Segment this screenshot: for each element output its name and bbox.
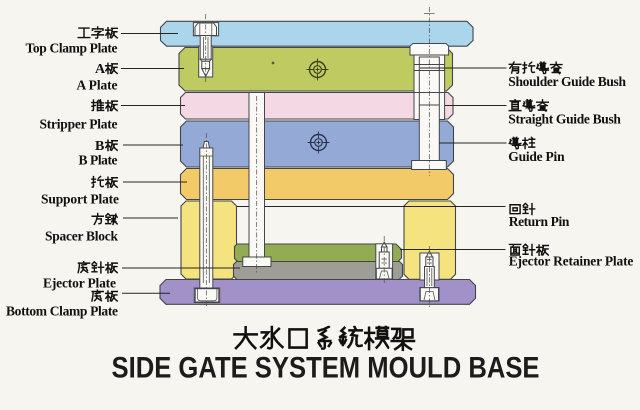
- svg-text:B Plate: B Plate: [79, 152, 118, 167]
- svg-text:Stripper Plate: Stripper Plate: [40, 116, 118, 131]
- svg-text:Top Clamp Plate: Top Clamp Plate: [26, 40, 118, 55]
- svg-text:Shoulder Guide Bush: Shoulder Guide Bush: [508, 74, 626, 89]
- svg-text:Bottom Clamp Plate: Bottom Clamp Plate: [6, 303, 118, 318]
- svg-text:Return Pin: Return Pin: [509, 214, 570, 229]
- svg-text:A: A: [95, 62, 106, 77]
- svg-text:B: B: [95, 139, 104, 154]
- svg-text:Ejector Plate: Ejector Plate: [43, 276, 116, 291]
- svg-text:Ejector Retainer Plate: Ejector Retainer Plate: [509, 254, 634, 269]
- svg-text:Spacer Block: Spacer Block: [45, 228, 118, 243]
- svg-text:A Plate: A Plate: [77, 77, 118, 92]
- svg-text:Support Plate: Support Plate: [41, 191, 119, 206]
- svg-text:Guide Pin: Guide Pin: [508, 149, 565, 164]
- svg-text:Straight Guide Bush: Straight Guide Bush: [508, 111, 621, 126]
- svg-text:SIDE GATE SYSTEM MOULD BASE: SIDE GATE SYSTEM MOULD BASE: [112, 352, 540, 385]
